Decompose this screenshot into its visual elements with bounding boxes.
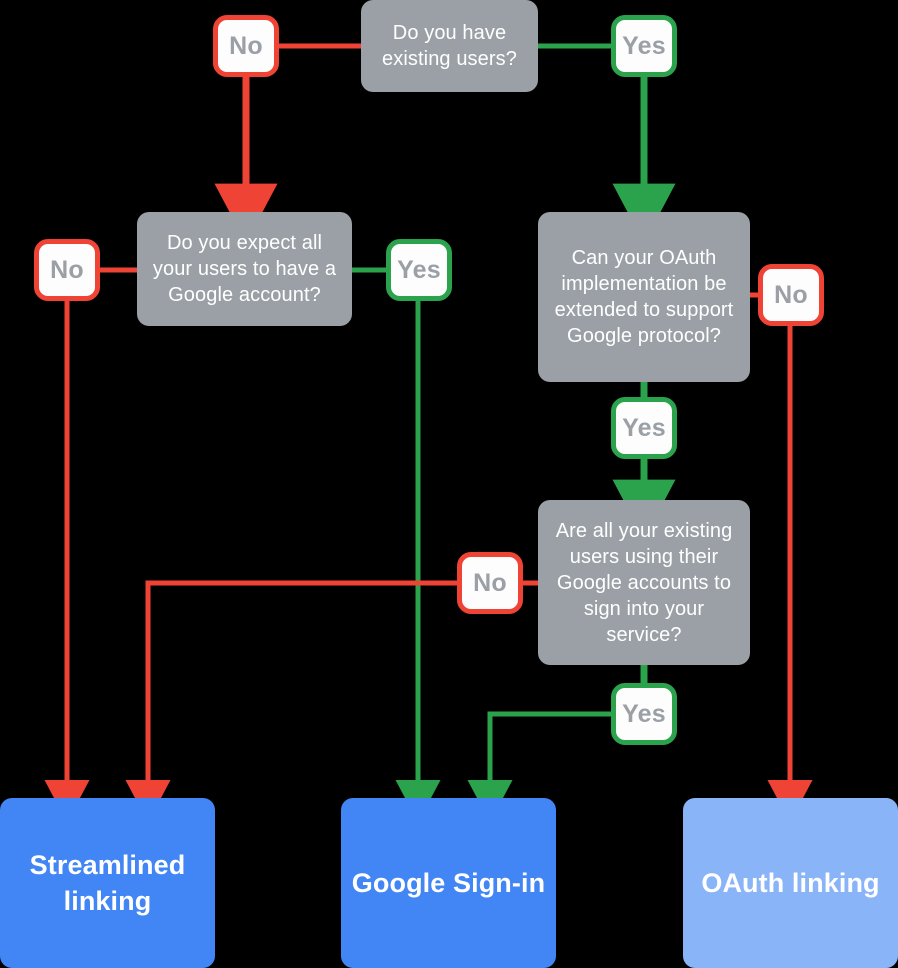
- result-label: Google Sign-in: [351, 868, 546, 898]
- badge-label: Yes: [622, 699, 666, 728]
- question-box-oauth-extendable[interactable]: Can your OAuth implementation be extende…: [538, 212, 750, 382]
- badge-no-google-account[interactable]: No: [34, 239, 100, 301]
- badge-label: No: [50, 255, 84, 284]
- question-text: Are all your existing users using their …: [555, 519, 733, 646]
- question-text: Do you have existing users?: [382, 22, 517, 70]
- result-box-oauth-linking[interactable]: OAuth linking: [683, 798, 898, 968]
- result-label: Streamlined linking: [29, 850, 186, 916]
- wire-no4-to-streamlined: [125, 580, 457, 823]
- question-box-google-account[interactable]: Do you expect all your users to have a G…: [137, 212, 352, 326]
- badge-no-existing-google-accounts[interactable]: No: [457, 552, 523, 614]
- badge-label: No: [229, 31, 263, 60]
- result-label: OAuth linking: [701, 868, 880, 898]
- badge-no-oauth-extendable[interactable]: No: [758, 264, 824, 326]
- question-box-existing-users[interactable]: Do you have existing users?: [361, 0, 538, 92]
- badge-no-existing-users[interactable]: No: [213, 15, 279, 77]
- badge-label: Yes: [622, 413, 666, 442]
- result-box-google-sign-in[interactable]: Google Sign-in: [341, 798, 556, 968]
- result-box-streamlined-linking[interactable]: Streamlined linking: [0, 798, 215, 968]
- wire-yes4-to-google-signin: [467, 711, 611, 823]
- badge-label: Yes: [622, 31, 666, 60]
- badge-label: No: [473, 568, 507, 597]
- badge-yes-existing-google-accounts[interactable]: Yes: [611, 683, 677, 745]
- badge-label: No: [774, 280, 808, 309]
- badge-label: Yes: [397, 255, 441, 284]
- question-box-existing-google-accounts[interactable]: Are all your existing users using their …: [538, 500, 750, 665]
- question-text: Can your OAuth implementation be extende…: [554, 247, 734, 347]
- badge-yes-oauth-extendable[interactable]: Yes: [611, 397, 677, 459]
- question-text: Do you expect all your users to have a G…: [152, 232, 337, 306]
- badge-yes-google-account[interactable]: Yes: [386, 239, 452, 301]
- badge-yes-existing-users[interactable]: Yes: [611, 15, 677, 77]
